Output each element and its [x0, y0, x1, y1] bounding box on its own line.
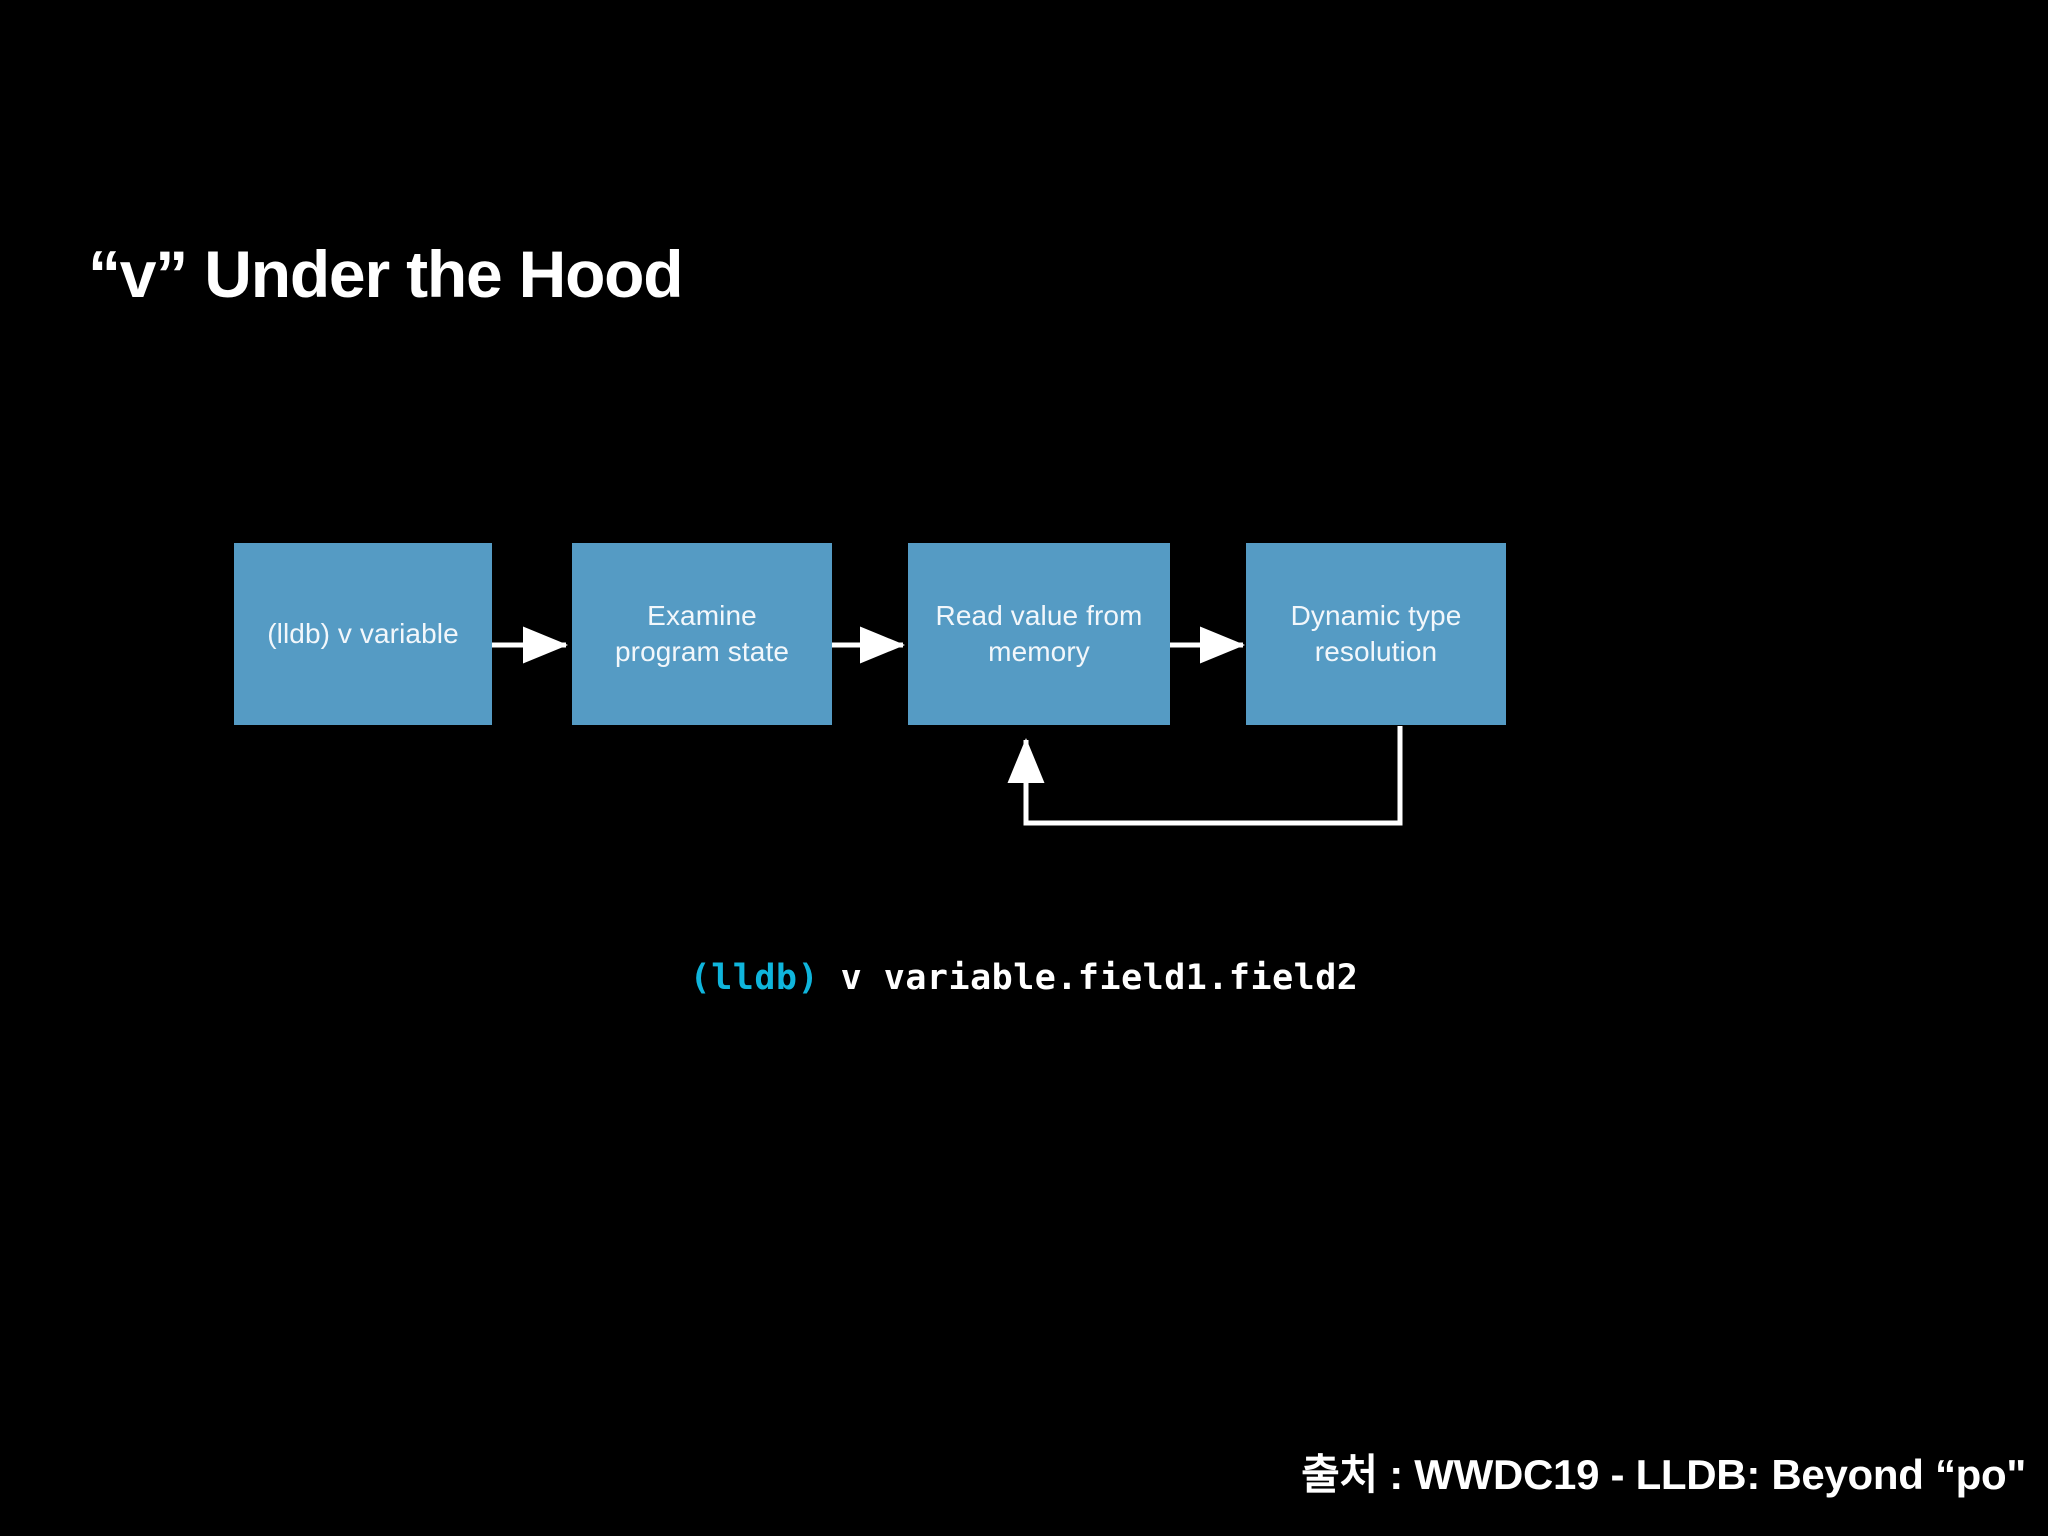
source-attribution: 출처 : WWDC19 - LLDB: Beyond “po"	[1301, 1451, 2026, 1498]
flow-box-read-memory-line1: Read value from	[935, 599, 1143, 631]
flow-box-read-memory[interactable]: Read value from memory	[908, 543, 1170, 725]
flow-box-command[interactable]: (lldb) v variable	[234, 543, 492, 725]
flow-box-examine-state-label: Examine program state	[615, 598, 789, 671]
flow-box-examine-state[interactable]: Examine program state	[572, 543, 832, 725]
code-sample-line: (lldb) v variable.field1.field2	[0, 958, 2048, 998]
flow-box-dynamic-type-label: Dynamic type resolution	[1291, 598, 1462, 671]
lldb-command: v variable.field1.field2	[819, 958, 1359, 998]
flow-box-dynamic-type-line2: resolution	[1314, 636, 1438, 667]
flow-box-command-label: (lldb) v variable	[267, 616, 459, 652]
arrow-feedback-loop	[1007, 726, 1403, 826]
flow-box-read-memory-line2: memory	[988, 636, 1090, 667]
flow-box-command-line1: (lldb) v variable	[267, 617, 459, 649]
flow-box-examine-state-line2: program state	[614, 636, 790, 667]
flow-box-read-memory-label: Read value from memory	[936, 598, 1143, 671]
flow-box-examine-state-line1: Examine	[647, 599, 757, 631]
flow-box-dynamic-type[interactable]: Dynamic type resolution	[1246, 543, 1506, 725]
page-title: “v” Under the Hood	[88, 237, 684, 311]
flow-box-dynamic-type-line1: Dynamic type	[1290, 599, 1462, 631]
lldb-prompt: (lldb)	[689, 958, 820, 998]
